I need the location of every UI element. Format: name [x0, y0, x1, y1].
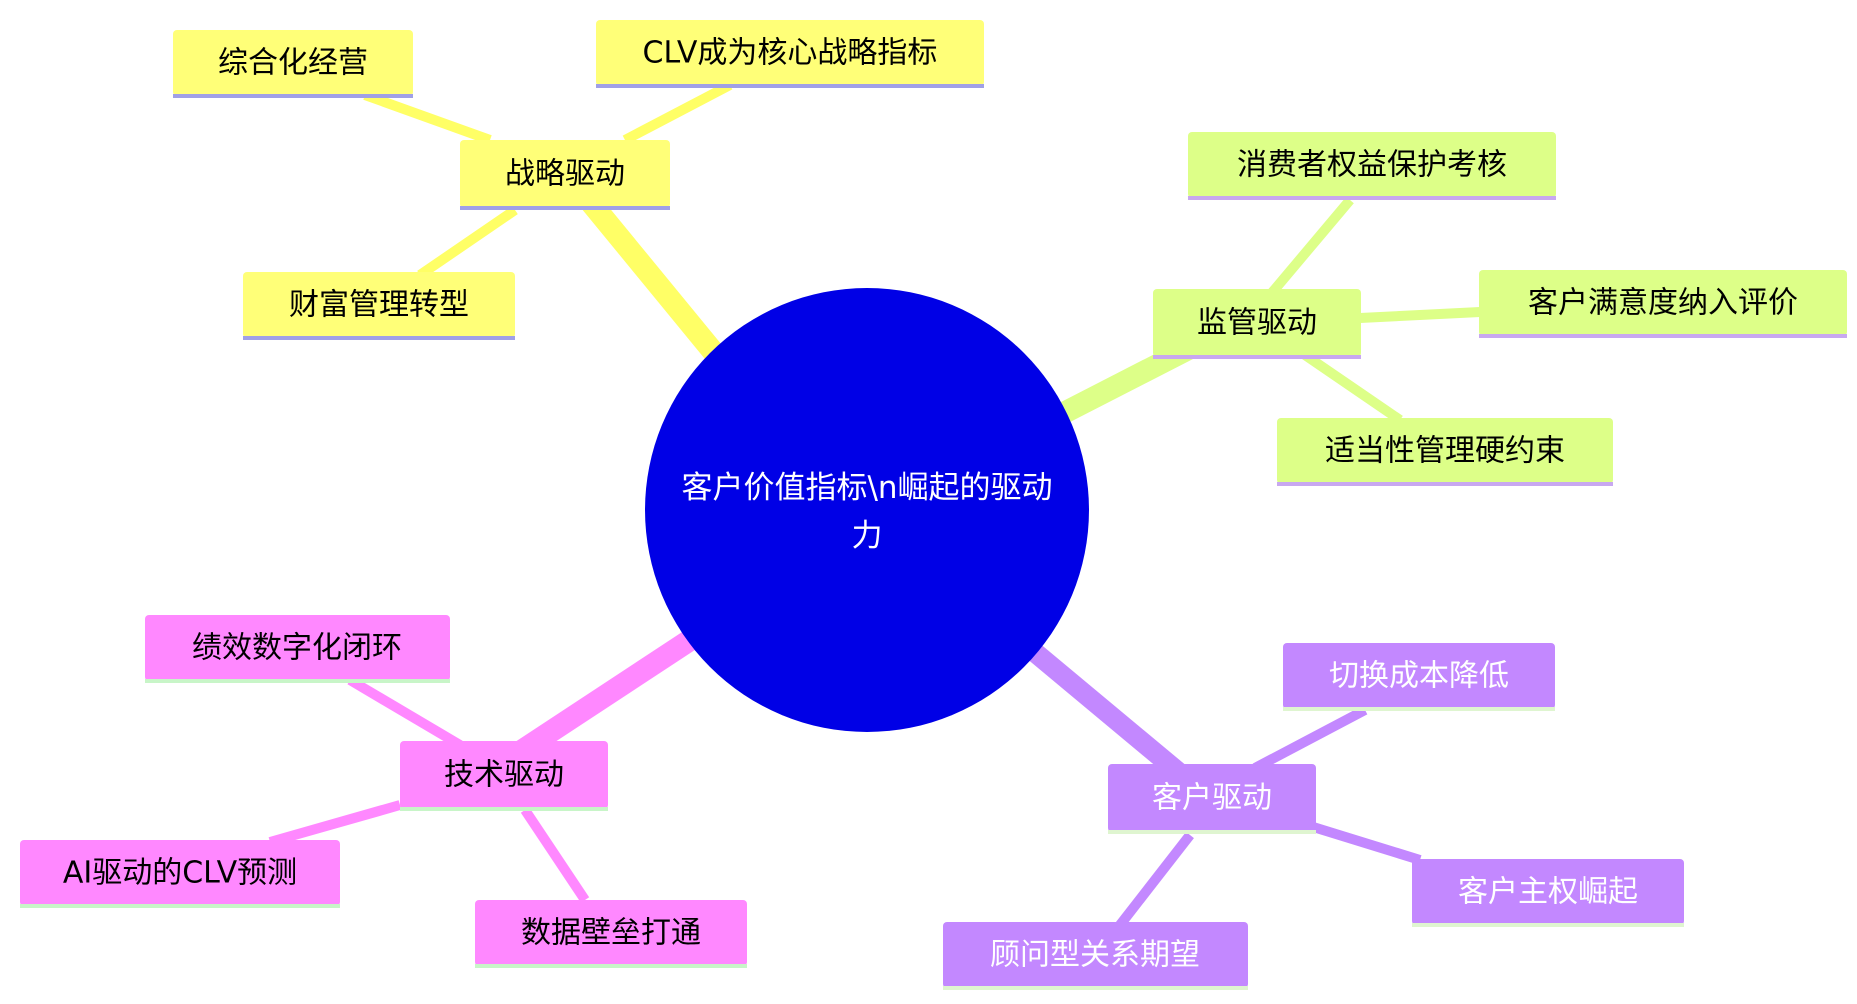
leaf-technology-2-underline — [20, 904, 340, 908]
root-node[interactable]: 客户价值指标\n崛起的驱动 力 — [645, 288, 1089, 732]
leaf-strategy-1-underline — [173, 94, 413, 98]
root-label-line-2: 力 — [852, 518, 883, 554]
leaf-technology-3-label: 数据壁垒打通 — [521, 916, 701, 951]
leaf-technology-1-box — [145, 615, 450, 681]
branch-regulation-underline — [1153, 355, 1361, 359]
edge-technology-leaf-2 — [268, 800, 402, 847]
leaf-customer-1-box — [1283, 643, 1555, 709]
edge-strategy-leaf-1 — [363, 90, 492, 145]
branch-strategy[interactable]: 战略驱动 — [460, 140, 670, 210]
leaf-strategy-2-underline — [596, 84, 984, 88]
leaf-customer-3-box — [943, 922, 1248, 988]
leaf-regulation-1[interactable]: 消费者权益保护考核 — [1188, 132, 1556, 200]
leaf-regulation-3-label: 适当性管理硬约束 — [1325, 434, 1565, 469]
branch-regulation-box — [1153, 289, 1361, 357]
leaf-customer-2-label: 客户主权崛起 — [1458, 875, 1638, 910]
edge-technology-leaf-1 — [347, 675, 463, 750]
branch-technology-box — [400, 741, 608, 809]
edge-regulation-leaf-2 — [1359, 307, 1481, 323]
branch-strategy-underline — [460, 206, 670, 210]
edge-customer-leaf-3 — [1116, 831, 1194, 929]
leaf-customer-1-underline — [1283, 707, 1555, 711]
edge-customer-leaf-2 — [1308, 821, 1422, 865]
edge-strategy-leaf-2 — [622, 80, 733, 145]
branch-technology-label: 技术驱动 — [444, 758, 564, 793]
branch-regulation[interactable]: 监管驱动 — [1153, 289, 1361, 359]
leaf-technology-2-box — [20, 840, 340, 906]
leaf-regulation-1-box — [1188, 132, 1556, 198]
branch-strategy-label: 战略驱动 — [505, 157, 625, 192]
leaf-strategy-1-box — [173, 30, 413, 96]
edge-customer-leaf-1 — [1252, 705, 1368, 773]
branch-technology[interactable]: 技术驱动 — [400, 741, 608, 811]
leaf-customer-2-underline — [1412, 923, 1684, 927]
leaf-customer-2-box — [1412, 859, 1684, 925]
leaf-technology-3[interactable]: 数据壁垒打通 — [475, 900, 747, 968]
leaf-regulation-2-underline — [1479, 334, 1847, 338]
leaf-regulation-2[interactable]: 客户满意度纳入评价 — [1479, 270, 1847, 338]
leaf-customer-3-underline — [943, 986, 1248, 990]
leaf-regulation-3-box — [1277, 418, 1613, 484]
leaf-strategy-2[interactable]: CLV成为核心战略指标 — [596, 20, 984, 88]
leaf-regulation-2-box — [1479, 270, 1847, 336]
leaf-regulation-3[interactable]: 适当性管理硬约束 — [1277, 418, 1613, 486]
leaf-strategy-1[interactable]: 综合化经营 — [173, 30, 413, 98]
leaf-edges — [268, 80, 1481, 929]
branch-technology-underline — [400, 807, 608, 811]
leaf-strategy-3-underline — [243, 336, 515, 340]
root-circle — [645, 288, 1089, 732]
branch-customer-box — [1108, 764, 1316, 832]
leaf-technology-1-underline — [145, 679, 450, 683]
edge-strategy-leaf-3 — [417, 205, 518, 280]
leaf-strategy-1-label: 综合化经营 — [218, 46, 368, 81]
leaf-technology-2-label: AI驱动的CLV预测 — [63, 856, 297, 891]
leaf-strategy-2-box — [596, 20, 984, 86]
leaf-customer-3-label: 顾问型关系期望 — [990, 938, 1200, 973]
branch-customer[interactable]: 客户驱动 — [1108, 764, 1316, 834]
branch-customer-underline — [1108, 830, 1316, 834]
leaf-regulation-2-label: 客户满意度纳入评价 — [1528, 286, 1798, 321]
branch-regulation-label: 监管驱动 — [1197, 306, 1317, 341]
edge-technology-leaf-3 — [520, 807, 590, 903]
leaf-strategy-2-label: CLV成为核心战略指标 — [643, 36, 938, 71]
branch-customer-label: 客户驱动 — [1152, 781, 1272, 816]
leaf-technology-2[interactable]: AI驱动的CLV预测 — [20, 840, 340, 908]
leaf-customer-3[interactable]: 顾问型关系期望 — [943, 922, 1248, 990]
leaf-regulation-1-underline — [1188, 196, 1556, 200]
root-label-line-1: 客户价值指标\n崛起的驱动 — [681, 470, 1052, 506]
edge-regulation-leaf-1 — [1266, 196, 1354, 299]
leaf-technology-3-underline — [475, 964, 747, 968]
leaf-customer-2[interactable]: 客户主权崛起 — [1412, 859, 1684, 927]
leaf-strategy-3-label: 财富管理转型 — [289, 288, 469, 323]
leaf-strategy-3[interactable]: 财富管理转型 — [243, 272, 515, 340]
edge-regulation-leaf-3 — [1302, 350, 1403, 425]
leaf-technology-1[interactable]: 绩效数字化闭环 — [145, 615, 450, 683]
leaf-customer-1[interactable]: 切换成本降低 — [1283, 643, 1555, 711]
branch-strategy-box — [460, 140, 670, 208]
leaf-regulation-1-label: 消费者权益保护考核 — [1237, 148, 1507, 183]
leaf-technology-3-box — [475, 900, 747, 966]
leaf-regulation-3-underline — [1277, 482, 1613, 486]
leaf-strategy-3-box — [243, 272, 515, 338]
leaf-customer-1-label: 切换成本降低 — [1329, 659, 1509, 694]
leaf-technology-1-label: 绩效数字化闭环 — [192, 631, 402, 666]
